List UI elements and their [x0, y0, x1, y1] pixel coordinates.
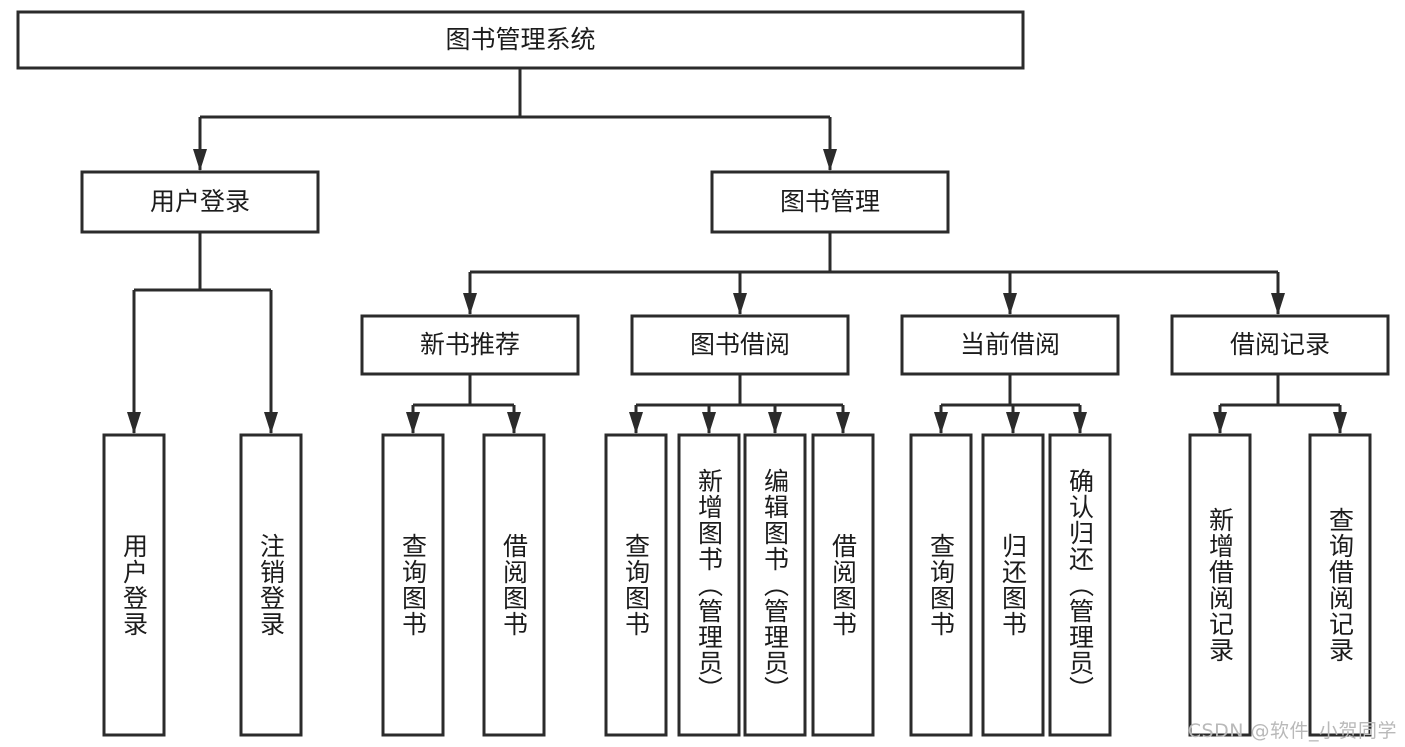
- leaf-node-9-box[interactable]: [981, 433, 1045, 737]
- leaf-node-5-box[interactable]: [677, 433, 741, 737]
- leaf-node-0-box[interactable]: [102, 433, 166, 737]
- arrow-head-icon: [406, 412, 420, 434]
- watermark: CSDN @软件_小贺同学: [1187, 720, 1397, 742]
- arrow-head-icon: [702, 412, 716, 434]
- arrow-head-icon: [193, 149, 207, 171]
- leaf-node-10-box[interactable]: [1048, 433, 1112, 737]
- arrow-head-icon: [1213, 412, 1227, 434]
- level2-node-1-label: 图书借阅: [690, 330, 790, 359]
- leaf-node-3-box[interactable]: [482, 433, 546, 737]
- arrow-head-icon: [1003, 293, 1017, 315]
- root-node-label: 图书管理系统: [445, 25, 595, 54]
- level2-node-3-label: 借阅记录: [1230, 330, 1330, 359]
- level1-node-0-label: 用户登录: [150, 187, 250, 216]
- arrow-head-icon: [823, 149, 837, 171]
- arrow-head-icon: [507, 412, 521, 434]
- level2-node-0-label: 新书推荐: [420, 330, 520, 359]
- leaf-node-8-box[interactable]: [909, 433, 973, 737]
- arrow-head-icon: [127, 412, 141, 434]
- level1-node-0-box[interactable]: [80, 170, 320, 234]
- arrow-head-icon: [264, 412, 278, 434]
- arrow-head-icon: [768, 412, 782, 434]
- leaf-node-1-box[interactable]: [239, 433, 303, 737]
- level2-node-3-box[interactable]: [1170, 314, 1390, 376]
- arrow-head-icon: [733, 293, 747, 315]
- leaf-node-4-box[interactable]: [604, 433, 668, 737]
- node-layer: [16, 10, 1390, 737]
- arrow-head-icon: [836, 412, 850, 434]
- arrow-head-icon: [1333, 412, 1347, 434]
- level1-node-1-label: 图书管理: [780, 187, 880, 216]
- arrow-head-icon: [934, 412, 948, 434]
- root-node-box[interactable]: [16, 10, 1025, 70]
- leaf-node-2-box[interactable]: [381, 433, 445, 737]
- leaf-node-11-box[interactable]: [1188, 433, 1252, 737]
- level2-node-2-box[interactable]: [900, 314, 1120, 376]
- connector-layer: [127, 68, 1347, 434]
- level1-node-1-box[interactable]: [710, 170, 950, 234]
- leaf-node-6-box[interactable]: [743, 433, 807, 737]
- level2-node-2-label: 当前借阅: [960, 330, 1060, 359]
- arrow-head-icon: [629, 412, 643, 434]
- level2-node-1-box[interactable]: [630, 314, 850, 376]
- arrow-head-icon: [1073, 412, 1087, 434]
- arrow-head-icon: [463, 293, 477, 315]
- leaf-node-12-box[interactable]: [1308, 433, 1372, 737]
- leaf-node-7-box[interactable]: [811, 433, 875, 737]
- level2-node-0-box[interactable]: [360, 314, 580, 376]
- arrow-head-icon: [1271, 293, 1285, 315]
- arrow-head-icon: [1006, 412, 1020, 434]
